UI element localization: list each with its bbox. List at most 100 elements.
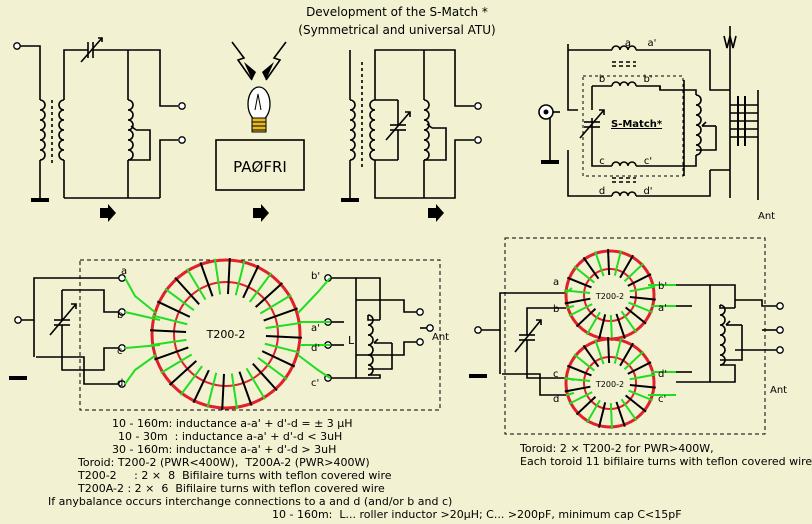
ground-icon [9,376,27,380]
toroid-winding [160,353,193,374]
br-label-a-prime: a' [658,303,667,314]
toroid-winding [150,329,187,333]
toroid-winding [628,389,653,402]
toroid-winding [615,313,626,339]
notes-left-line-2: 10 - 30m : inductance a-a' + d'-d < 3uH [118,430,343,443]
toroid-winding [263,307,298,322]
toroid-winding [609,402,613,430]
notes-left-line-8: 10 - 160m: L... roller inductor >20µH; C… [272,508,682,521]
toroid-winding [629,373,656,381]
br-label-d-prime: d' [658,369,667,380]
toroid-lower-label: T200-2 [595,380,624,389]
bl-label-b: b [117,310,123,321]
terminal-label-d-prime: d' [643,186,652,197]
diagram-subtitle: (Symmetrical and universal ATU) [298,23,495,37]
paofri-label: PAØFRI [233,158,287,176]
br-ant-label: Ant [770,385,787,396]
l-label: L [348,334,355,347]
toroid-winding [564,385,591,393]
paofri-box [215,139,305,191]
bottom-left-circuit [14,259,441,411]
toroid-winding [213,258,222,295]
toroid-winding [249,272,273,303]
bl-label-b-prime: b' [311,271,320,282]
toroid-winding [264,342,300,354]
toroid-winding [613,250,623,276]
toroid-winding [573,265,595,284]
diagram-title: Development of the S-Match * [306,5,488,19]
ground-icon [541,160,559,164]
notes-left-line-3: 30 - 160m: inductance a-a' + d'-d > 3uH [112,443,337,456]
terminal-label-b-prime: b' [643,74,652,85]
notes-left-line-6: T200A-2 : 2 × 6 Bifilaire turns with tef… [78,482,385,495]
toroid-winding [582,344,600,368]
toroid-upper-label: T200-2 [595,292,624,301]
toroid-winding [613,338,623,364]
terminal-label-d: d [599,186,605,197]
toroid-winding [206,372,218,408]
toroid-winding [230,373,239,410]
br-label-a: a [553,277,559,288]
toroid-winding [252,362,278,392]
toroid-winding [186,268,207,301]
coax-connector-icon [538,104,554,120]
br-label-b: b [553,304,559,315]
toroid-winding [227,258,231,295]
toroid-winding [238,371,253,406]
terminal-label-c-prime: c' [644,156,652,167]
toroid-winding [623,350,645,370]
circuit-diagram: Development of the S-Match * (Symmetrica… [9,5,787,435]
toroid-winding [567,364,592,377]
toroid-winding [597,314,607,340]
antenna-icon [723,26,737,50]
toroid-winding [627,361,652,375]
arrow-right-icon [253,204,269,222]
toroid-winding [174,276,200,306]
bottom-right-circuit [473,237,778,435]
toroid-winding [585,399,601,424]
toroid-t200-2 [150,258,302,410]
toroid-winding [575,308,597,328]
ground-icon [341,198,359,202]
toroid-winding [192,369,210,404]
toroid-winding [150,338,187,347]
toroid-winding [199,262,214,297]
terminal-label-b: b [599,74,605,85]
toroid-winding [257,357,288,381]
toroid-label: T200-2 [206,328,246,341]
toroid-winding [156,300,191,318]
ant-label: Ant [758,211,775,222]
toroid-winding [265,321,302,330]
toroid-winding [259,294,292,315]
toroid-winding [620,398,638,422]
toroid-winding [573,353,595,372]
toroid-winding [221,373,225,410]
toroid-winding [154,346,189,361]
stage-4-circuit [549,44,759,200]
bl-label-c-prime: c' [311,378,319,389]
notes-left-line-7: If anybalance occurs interchange connect… [48,495,453,508]
br-label-c: c [553,369,559,380]
bl-label-d-prime: d' [311,343,320,354]
toroid-winding [629,296,656,301]
stage-3-circuit [349,49,474,199]
toroid-winding [568,391,593,405]
bl-ant-label: Ant [432,332,449,343]
notes-left-line-1: 10 - 160m: inductance a-a' + d'-d = ± 3 … [112,417,353,430]
toroid-winding [597,402,607,428]
toroid-winding [625,394,647,413]
toroid-winding [242,264,260,299]
toroid-winding [629,285,656,293]
toroid-winding [265,335,302,339]
toroid-winding [619,342,635,367]
toroid-winding [620,310,638,334]
toroid-winding [245,367,266,400]
notes-left-line-5: T200-2 : 2 × 8 Bifilaire turns with tefl… [78,469,392,482]
toroid-winding [261,350,296,368]
toroid-winding [609,314,613,342]
terminal-label-a-prime: a' [648,38,657,49]
toroid-winding [615,401,626,427]
toroid-winding [234,260,246,296]
toroid-winding [152,314,188,326]
br-label-c-prime: c' [658,394,666,405]
